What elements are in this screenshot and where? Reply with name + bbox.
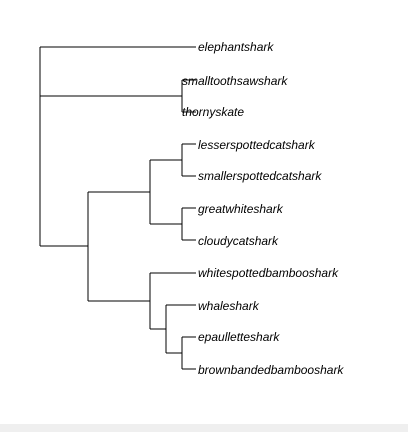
leaf-label-greatwhiteshark: greatwhiteshark [198,202,284,216]
branch-lines [39,46,196,370]
leaf-label-cloudycatshark: cloudycatshark [198,234,279,248]
bottom-band [0,424,408,432]
leaf-label-epaulletteshark: epaulletteshark [198,330,280,344]
leaf-label-whaleshark: whaleshark [198,299,260,313]
leaf-labels: elephantshark smalltoothsawshark thornys… [182,40,344,377]
leaf-label-whitespottedbambooshark: whitespottedbambooshark [198,266,339,280]
leaf-label-thornyskate: thornyskate [182,105,244,119]
leaf-label-smalltoothsawshark: smalltoothsawshark [182,74,288,88]
leaf-label-lesserspottedcatshark: lesserspottedcatshark [198,138,316,152]
leaf-label-brownbandedbambooshark: brownbandedbambooshark [198,363,344,377]
leaf-label-elephantshark: elephantshark [198,40,274,54]
leaf-label-smallerspottedcatshark: smallerspottedcatshark [198,169,322,183]
